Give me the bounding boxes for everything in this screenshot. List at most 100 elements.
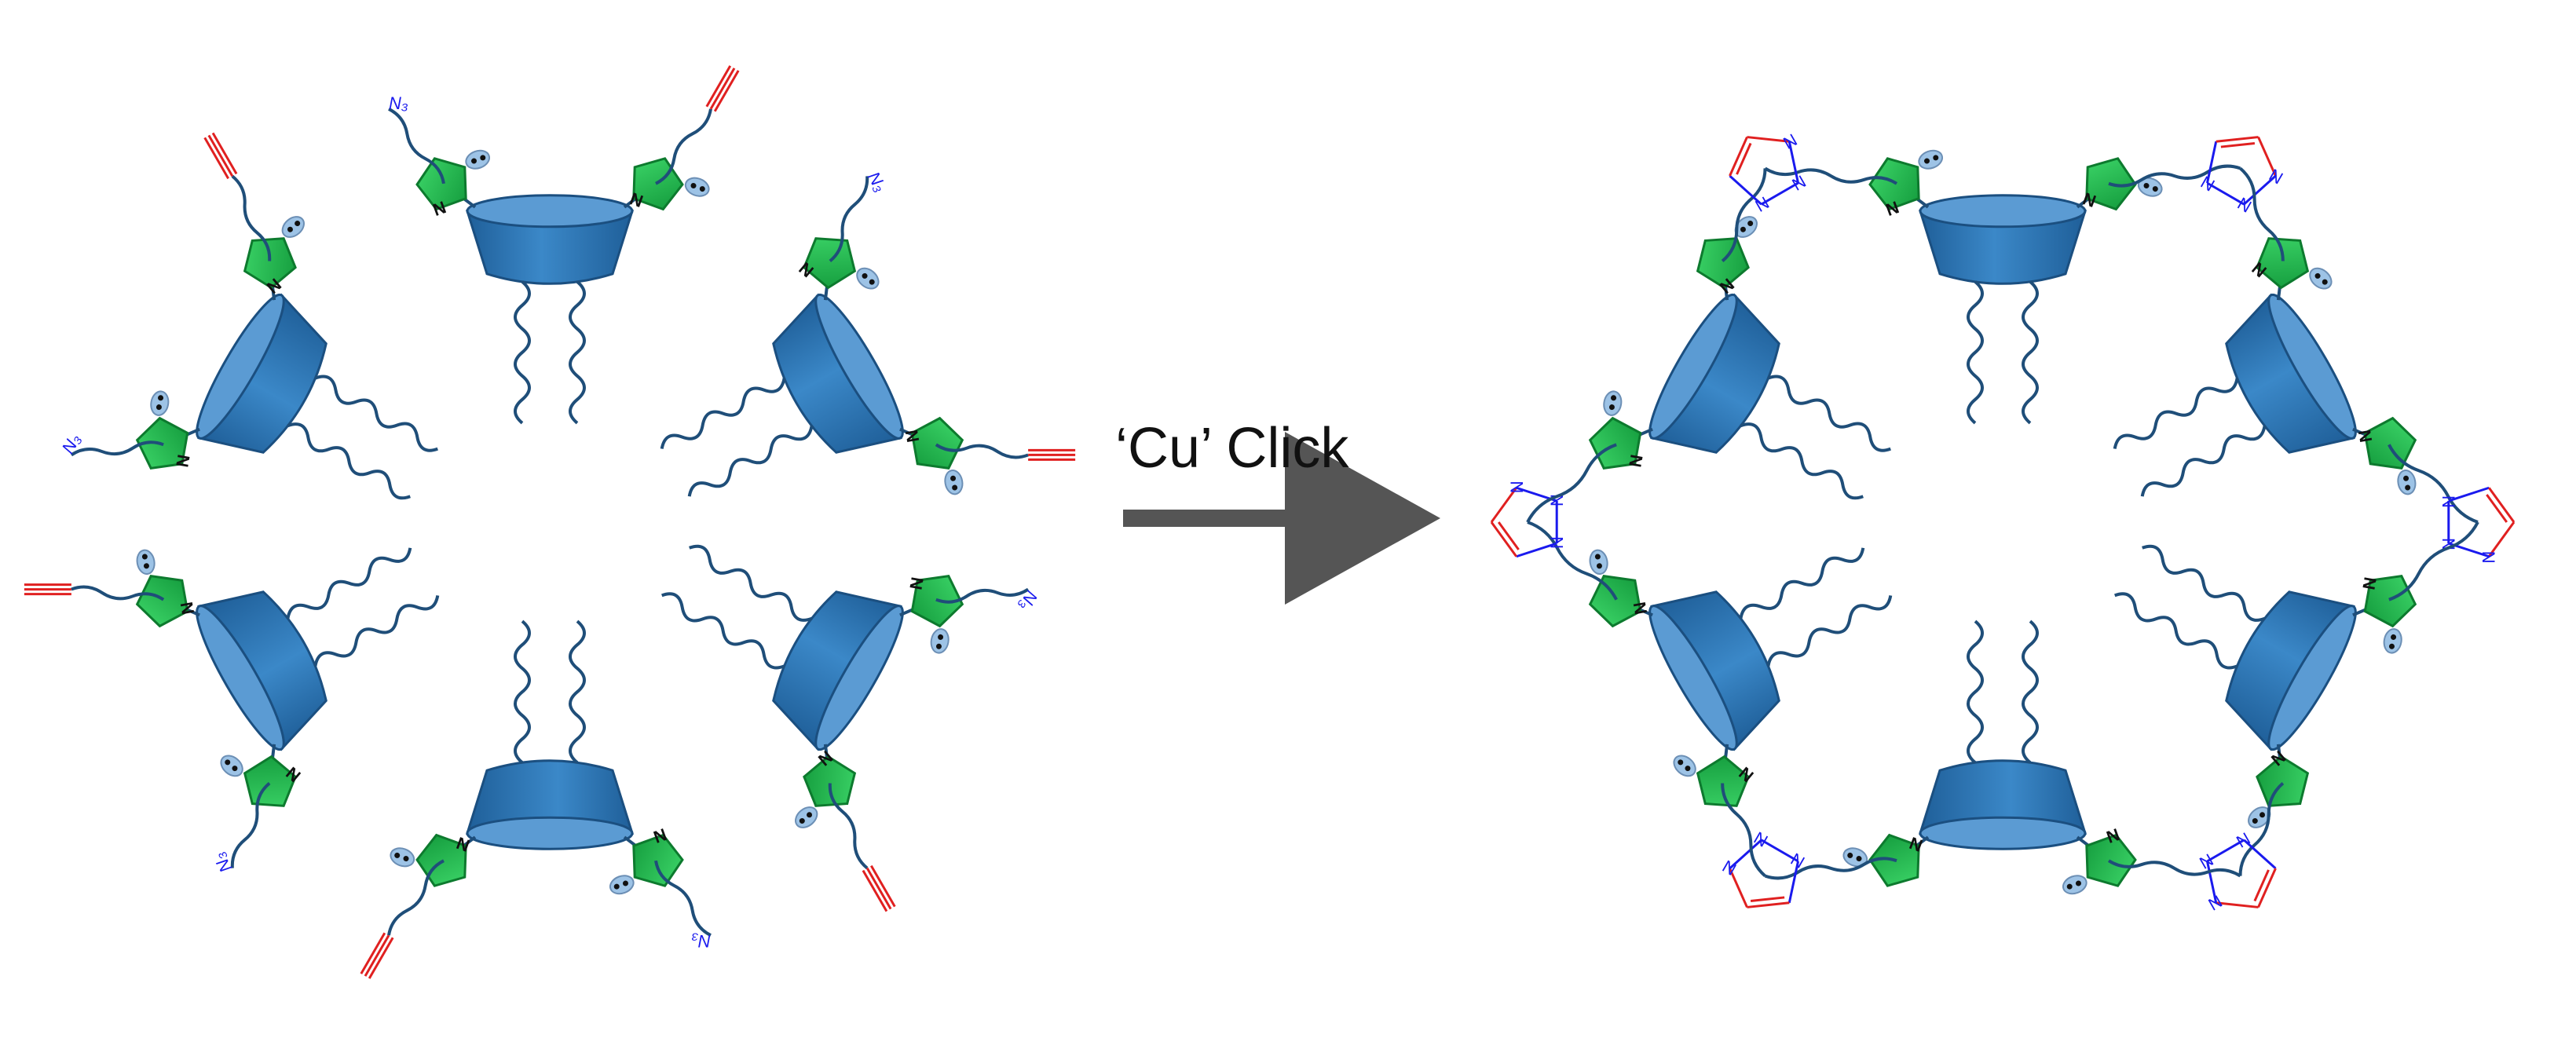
alkyl-tail xyxy=(286,547,412,620)
triazole-bond xyxy=(1490,487,1517,523)
lone-pair-lobe xyxy=(1673,755,1696,777)
alkyl-tail xyxy=(661,592,785,670)
lone-pair-lobe xyxy=(1589,549,1608,576)
electron-dot xyxy=(1608,404,1615,411)
triazole-bond xyxy=(1760,839,1799,863)
electron-dot xyxy=(141,554,148,560)
reaction-label: ‘Cu’ Click xyxy=(1115,417,1349,480)
cup-rim xyxy=(466,194,634,228)
triple-bond-line xyxy=(360,932,386,974)
electron-dot xyxy=(287,226,293,232)
electron-dot xyxy=(143,563,149,569)
triazole-n-label: N xyxy=(1507,481,1527,493)
alkyl-tail xyxy=(1740,422,1864,500)
lone-pair-lobe xyxy=(390,847,415,868)
triazole-bond xyxy=(2243,839,2277,870)
cup-unit xyxy=(661,544,904,751)
cup-unit xyxy=(1918,194,2088,425)
electron-dot xyxy=(1924,158,1930,164)
electron-dot xyxy=(225,759,231,766)
lone-pair-lobe xyxy=(609,875,635,895)
lone-pair-lobe xyxy=(856,267,880,290)
cup-rim xyxy=(2267,605,2357,751)
triazole-double-bond xyxy=(2253,869,2270,902)
lone-pair-lobe xyxy=(684,177,710,197)
cup-rim xyxy=(1919,194,2087,228)
cup-body xyxy=(1650,590,1780,751)
cup-body xyxy=(197,293,327,454)
nitrogen-label: N xyxy=(902,428,923,444)
electron-dot xyxy=(613,883,620,890)
imidazole-ring: N xyxy=(1588,390,1647,470)
lone-pair-lobe xyxy=(2137,177,2163,197)
cup-body xyxy=(772,293,902,454)
electron-dot xyxy=(1594,554,1601,560)
cup-rim xyxy=(1648,605,1738,751)
lone-pair-lobe xyxy=(795,806,818,828)
triple-bond-line xyxy=(705,65,732,108)
alkyne-group xyxy=(24,583,71,596)
imidazole-pentagon xyxy=(243,755,297,807)
triazole-bond xyxy=(1490,521,1517,557)
imidazole-ring: N xyxy=(2080,157,2163,211)
triazole-bond xyxy=(1747,136,1790,143)
linker-chain xyxy=(1764,166,1898,185)
imidazole-pentagon xyxy=(415,157,467,211)
triazole-bond xyxy=(1787,861,1799,904)
triazole-n-label: N xyxy=(2205,891,2226,915)
electron-dot xyxy=(471,158,478,164)
electron-dot xyxy=(158,395,164,401)
imidazole-pentagon xyxy=(1588,416,1642,470)
imidazole-pentagon xyxy=(135,575,189,628)
cup-unit xyxy=(2113,293,2357,497)
azide-label: N₃ xyxy=(1015,587,1041,614)
electron-dot xyxy=(2152,186,2158,192)
electron-dot xyxy=(2391,634,2397,640)
imidazole-pentagon xyxy=(803,237,857,290)
triple-bond-line xyxy=(211,132,238,175)
triazole-double-bond xyxy=(1736,142,1752,175)
triazole-n-label: N xyxy=(2439,495,2458,508)
cup-body xyxy=(772,590,902,751)
triazole-double-bond xyxy=(1750,896,1785,902)
linker-chain xyxy=(655,108,712,185)
imidazole-ring: N xyxy=(795,747,857,828)
electron-dot xyxy=(2405,484,2411,491)
linker-chain xyxy=(1526,443,1617,523)
cup-unit xyxy=(1918,620,2088,850)
alkyne-group xyxy=(203,132,238,180)
electron-dot xyxy=(952,484,958,491)
electron-dot xyxy=(690,182,697,188)
triazole-bond xyxy=(2216,901,2259,908)
cup-unit xyxy=(2114,544,2357,751)
electron-dot xyxy=(2259,812,2266,818)
cup-unit xyxy=(196,293,438,500)
triple-bond-line xyxy=(203,137,229,180)
imidazole-ring: N xyxy=(135,549,198,628)
imidazole-pentagon xyxy=(803,755,857,807)
imidazole-ring: N xyxy=(415,149,491,220)
alkyl-tail xyxy=(687,425,814,497)
azide-label: N₃ xyxy=(864,168,891,195)
imidazole-ring: N xyxy=(390,833,472,887)
imidazole-ring: N xyxy=(2248,747,2310,828)
linker-chain xyxy=(2238,781,2285,876)
triazole-bond xyxy=(2216,136,2259,143)
imidazole-ring: N xyxy=(220,755,305,807)
alkyne-group xyxy=(1028,448,1076,461)
cup-body xyxy=(2225,293,2355,454)
lone-pair-lobe xyxy=(2397,469,2417,495)
electron-dot xyxy=(1933,155,1939,161)
triazole-bond xyxy=(2206,861,2218,904)
imidazole-ring: N xyxy=(1842,833,1925,887)
electron-dot xyxy=(480,155,486,161)
electron-dot xyxy=(699,186,705,192)
nitrogen-label: N xyxy=(1630,601,1651,616)
alkyl-tail xyxy=(2140,425,2267,497)
linker-chain xyxy=(387,859,445,936)
linker-chain xyxy=(71,585,165,601)
triazole-bond xyxy=(1729,174,1762,206)
linker-chain xyxy=(70,440,164,457)
